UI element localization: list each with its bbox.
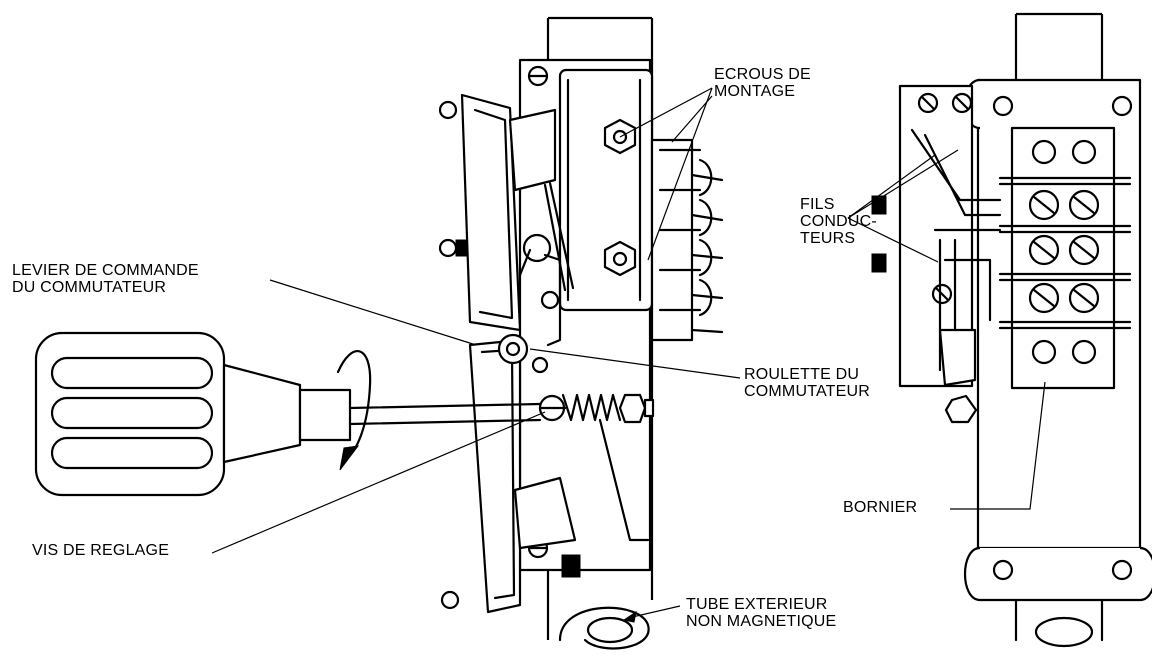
label-switch-roller: ROULETTE DU COMMUTATEUR [744, 366, 871, 400]
switch-lever-plate [460, 93, 577, 614]
right-switch-cluster [871, 84, 1002, 424]
switch-center [497, 181, 575, 374]
adjusting-spring [538, 393, 655, 542]
label-adjusting-screw: VIS DE REGLAGE [32, 542, 170, 559]
screwdriver [34, 331, 542, 497]
rotation-arrow [336, 350, 372, 457]
left-switch-assembly [438, 16, 724, 650]
bracket-screws [438, 65, 581, 610]
right-switch-assembly [871, 12, 1152, 648]
label-switch-lever: LEVIER DE COMMANDE DU COMMUTATEUR [12, 262, 199, 296]
leader-lines [211, 87, 1046, 623]
label-mounting-nuts: ECROUS DE MONTAGE [714, 66, 811, 100]
magnet-stack [650, 138, 724, 342]
label-terminal-block: BORNIER [843, 499, 918, 516]
label-outer-tube: TUBE EXTERIEUR NON MAGNETIQUE [686, 596, 837, 630]
terminal-block [998, 126, 1132, 390]
outer-tube-right [1014, 12, 1104, 80]
tube-bottom-left [558, 606, 650, 650]
label-lead-wires: FILS CONDUC- TEURS [800, 196, 877, 247]
mounting-nuts [603, 118, 637, 277]
inner-box [558, 68, 654, 312]
